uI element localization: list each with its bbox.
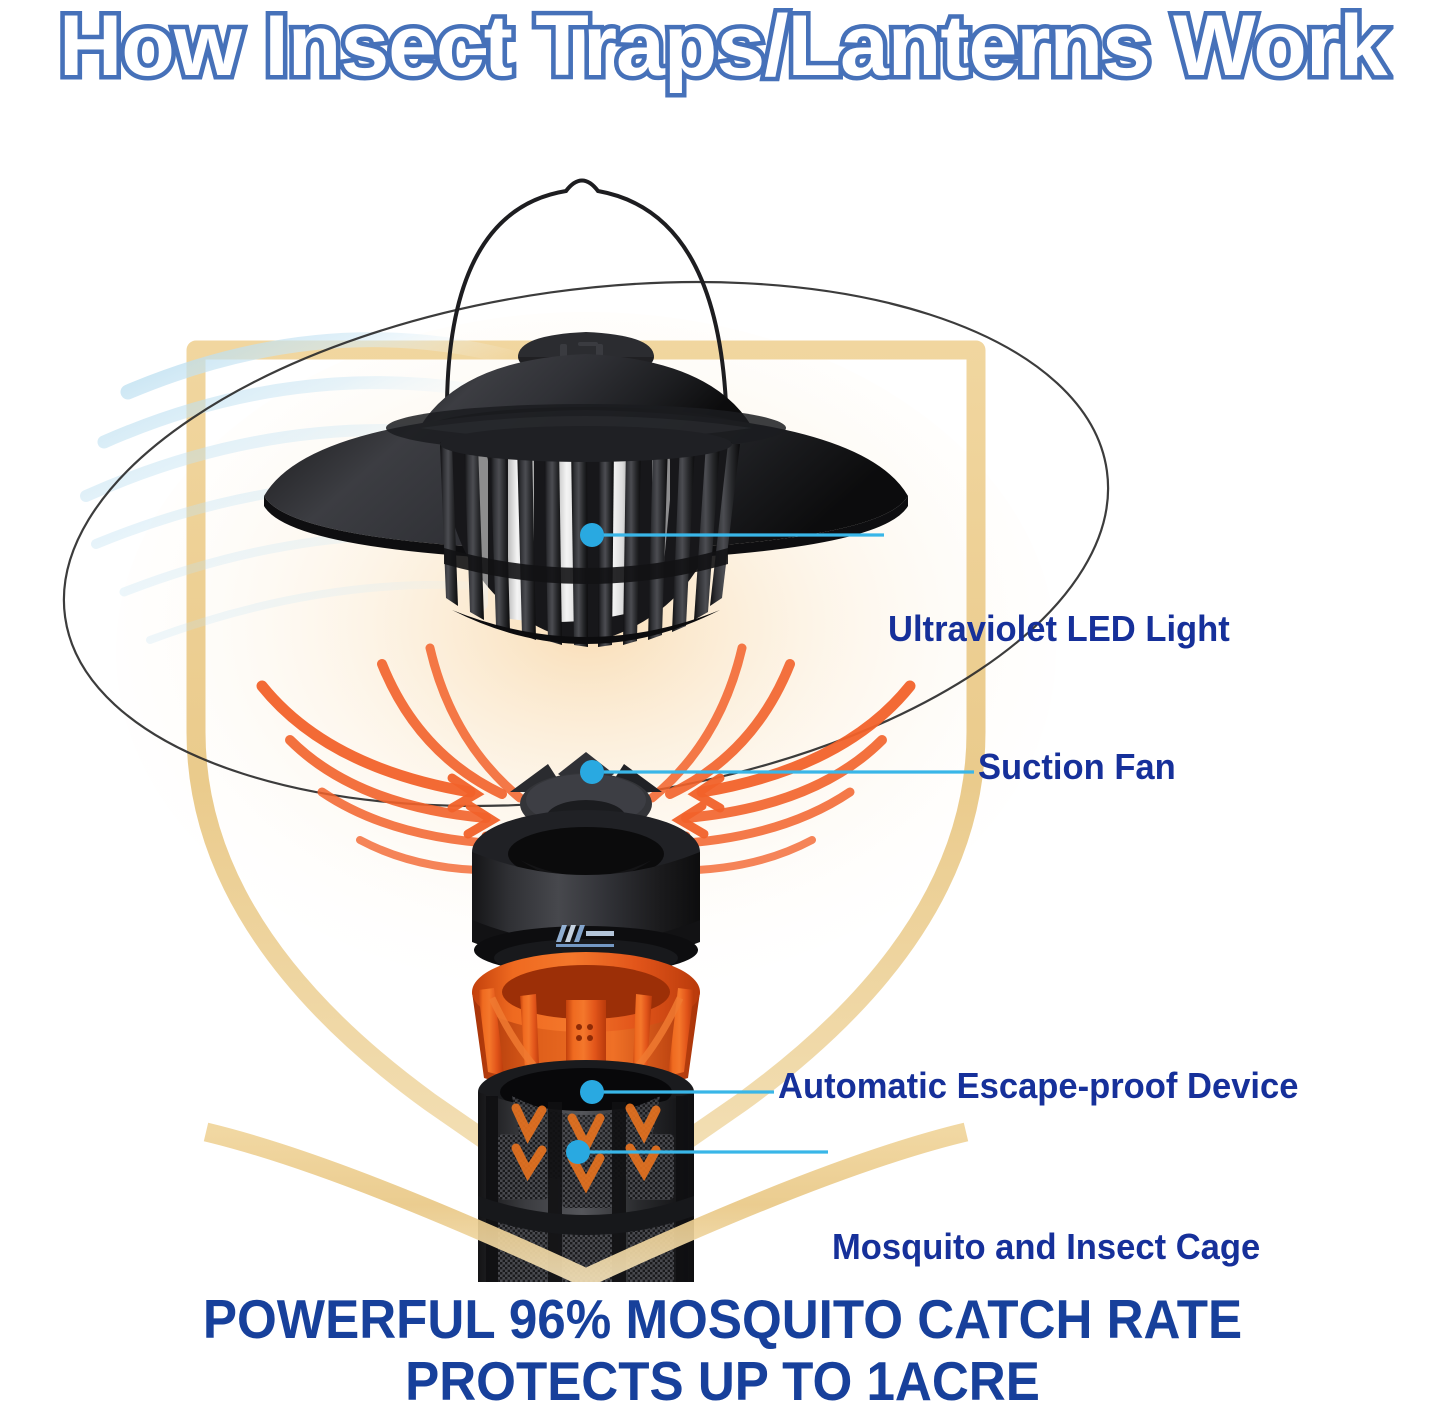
- callout-dot-escape: [580, 1080, 604, 1104]
- callout-leader-lines: [566, 523, 974, 1164]
- shield-bottom-chevron: [203, 1122, 969, 1282]
- callout-dot-fan: [580, 760, 604, 784]
- footer-claim: POWERFUL 96% MOSQUITO CATCH RATE PROTECT…: [0, 1288, 1445, 1412]
- callout-label-automatic-escape-proof-device: Automatic Escape-proof Device: [778, 1065, 1299, 1106]
- illustration-canvas: [62, 178, 1110, 1282]
- header-banner: How Insect Traps/Lanterns Work: [0, 0, 1445, 97]
- hanging-wire-handle: [445, 178, 728, 405]
- callout-dot-uv: [580, 523, 604, 547]
- brand-logo: [556, 925, 614, 947]
- callout-label-ultraviolet-led-light: Ultraviolet LED Light: [888, 608, 1230, 649]
- product-illustration: Ultraviolet LED Light Suction Fan Automa…: [0, 92, 1445, 1282]
- fan-housing-with-logo: [472, 810, 700, 977]
- callout-label-suction-fan: Suction Fan: [978, 746, 1176, 787]
- callout-label-mosquito-and-insect-cage: Mosquito and Insect Cage: [832, 1226, 1261, 1267]
- footer-line-2: PROTECTS UP TO 1ACRE: [405, 1350, 1040, 1412]
- callout-dot-cage: [566, 1140, 590, 1164]
- page-title: How Insect Traps/Lanterns Work: [54, 0, 1392, 97]
- footer-line-1: POWERFUL 96% MOSQUITO CATCH RATE: [202, 1288, 1243, 1350]
